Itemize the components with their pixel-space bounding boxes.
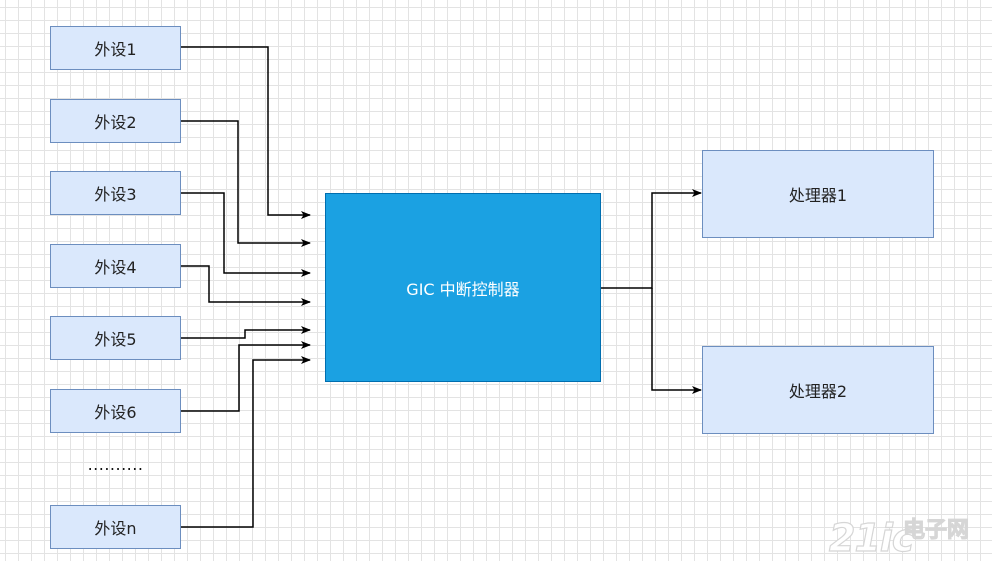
connector-peripheral-1 <box>181 46 311 219</box>
connector-peripheral-5 <box>181 326 311 339</box>
peripheral-box-2: 外设2 <box>50 99 181 143</box>
connector-peripheral-4 <box>181 265 311 306</box>
peripheral-label-n: 外设n <box>94 519 137 538</box>
connector-peripheral-n <box>181 356 311 528</box>
peripheral-box-3: 外设3 <box>50 171 181 215</box>
gic-controller-label: GIC 中断控制器 <box>406 279 520 299</box>
processor-box-2: 处理器2 <box>702 346 934 434</box>
connector-processor-1 <box>601 189 702 289</box>
watermark-logo-subtext: 电子网 <box>902 518 970 544</box>
peripheral-box-n: 外设n <box>50 505 181 549</box>
peripheral-ellipsis: .......... <box>87 455 144 474</box>
connector-peripheral-3 <box>181 192 311 277</box>
processor-label-1: 处理器1 <box>788 186 848 205</box>
peripheral-box-4: 外设4 <box>50 244 181 288</box>
peripheral-label-5: 外设5 <box>94 330 137 349</box>
peripheral-label-6: 外设6 <box>94 403 137 422</box>
processor-box-1: 处理器1 <box>702 150 934 238</box>
peripheral-box-6: 外设6 <box>50 389 181 433</box>
peripheral-label-4: 外设4 <box>94 258 137 277</box>
gic-controller-box: GIC 中断控制器 <box>325 193 601 382</box>
connector-processor-2 <box>651 288 702 394</box>
watermark-logo: 21ic 电子网 <box>828 516 984 560</box>
peripheral-label-3: 外设3 <box>94 185 137 204</box>
peripheral-label-1: 外设1 <box>94 40 137 59</box>
peripheral-box-1: 外设1 <box>50 26 181 70</box>
processor-label-2: 处理器2 <box>788 382 848 401</box>
watermark-logo-text: 21ic <box>828 516 915 560</box>
connector-peripheral-2 <box>181 120 311 247</box>
connector-peripheral-6 <box>181 341 311 412</box>
peripheral-box-5: 外设5 <box>50 316 181 360</box>
peripheral-label-2: 外设2 <box>94 113 137 132</box>
